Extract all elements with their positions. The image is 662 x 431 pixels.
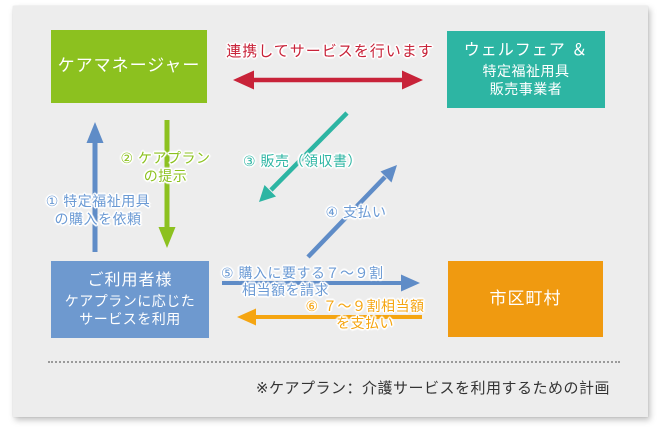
- cooperation-label: 連携してサービスを行います: [226, 43, 434, 60]
- step3-arrowhead: [259, 185, 276, 202]
- step2-label-line1: ② ケアプラン: [120, 150, 211, 166]
- step5-arrow: [222, 274, 420, 292]
- step3-arrow-shaft: [269, 111, 349, 192]
- node-care-manager: ケアマネージャー: [51, 30, 207, 103]
- welfare-company-line2: 特定福祉用具: [482, 62, 570, 79]
- welfare-company-line3: 販売事業者: [489, 81, 563, 98]
- cooperation-arrow: [233, 70, 423, 90]
- step5-label: ⑤ 購入に要する７～９割 相当額を請求: [221, 265, 411, 299]
- step4-label: ④ 支払い: [325, 204, 387, 220]
- step1-label-line2: の購入を依頼: [54, 211, 142, 227]
- step5-label-line2: 相当額を請求: [242, 282, 329, 298]
- user-line2: ケアプランに応じた: [64, 292, 196, 309]
- step2-label-line2: の提示: [143, 168, 188, 184]
- node-welfare-company: ウェルフェア ＆ 特定福祉用具 販売事業者: [447, 31, 605, 108]
- step4-arrow-shaft: [306, 175, 387, 259]
- care-manager-label: ケアマネージャー: [57, 56, 201, 76]
- step3-label: ③ 販売（領収書）: [243, 153, 362, 169]
- node-municipality: 市区町村: [448, 261, 603, 337]
- step5-arrowhead: [401, 274, 420, 292]
- dotted-divider: [48, 361, 620, 363]
- step1-arrowhead: [86, 122, 104, 143]
- arrow-layer: [86, 70, 423, 326]
- municipality-label: 市区町村: [489, 288, 562, 308]
- step5-label-line1: ⑤ 購入に要する７～９割: [221, 265, 384, 281]
- step4-arrow: [306, 165, 397, 259]
- step2-arrow: [158, 120, 176, 248]
- step6-label: ⑥ ７～９割相当額 を支払い: [295, 298, 435, 332]
- step1-label: ① 特定福祉用具 の購入を依頼: [28, 192, 168, 228]
- step3-arrow: [259, 111, 349, 202]
- step1-arrow: [86, 122, 104, 252]
- cooperation-arrowhead-right: [402, 70, 423, 90]
- welfare-company-name: ウェルフェア ＆: [463, 42, 589, 60]
- step2-label: ② ケアプラン の提示: [98, 149, 233, 185]
- diagram-card: ケアマネージャー ウェルフェア ＆ 特定福祉用具 販売事業者 ご利用者様 ケアプ…: [13, 6, 648, 417]
- step6-label-line2: を支払い: [336, 315, 394, 331]
- step6-label-line1: ⑥ ７～９割相当額: [305, 298, 425, 314]
- cooperation-arrowhead-left: [233, 70, 254, 90]
- careplan-footnote: ※ケアプラン：介護サービスを利用するための計画: [255, 380, 610, 397]
- step6-arrowhead: [237, 308, 256, 326]
- step2-arrowhead: [158, 227, 176, 248]
- step1-label-line1: ① 特定福祉用具: [45, 193, 151, 209]
- user-name: ご利用者様: [87, 272, 173, 290]
- step4-arrowhead: [380, 165, 397, 183]
- node-user: ご利用者様 ケアプランに応じた サービスを利用: [51, 261, 209, 338]
- step6-arrow: [237, 308, 422, 326]
- user-line3: サービスを利用: [79, 311, 181, 328]
